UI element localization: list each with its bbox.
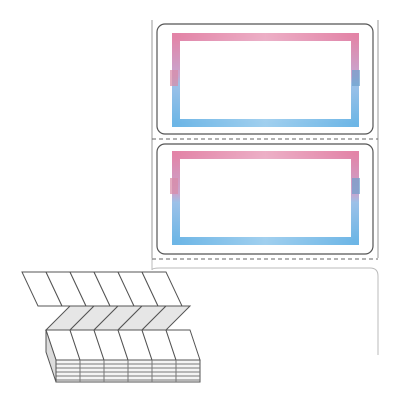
frame-1 bbox=[170, 33, 360, 127]
fanfold-top-row bbox=[21, 271, 183, 307]
fanfold-stack-icon bbox=[21, 271, 201, 383]
fanfold-folded-section bbox=[44, 305, 192, 331]
frame-2 bbox=[170, 151, 360, 245]
label-2 bbox=[156, 143, 374, 255]
label-1 bbox=[156, 23, 374, 135]
fanfold-stack-base bbox=[45, 329, 201, 383]
